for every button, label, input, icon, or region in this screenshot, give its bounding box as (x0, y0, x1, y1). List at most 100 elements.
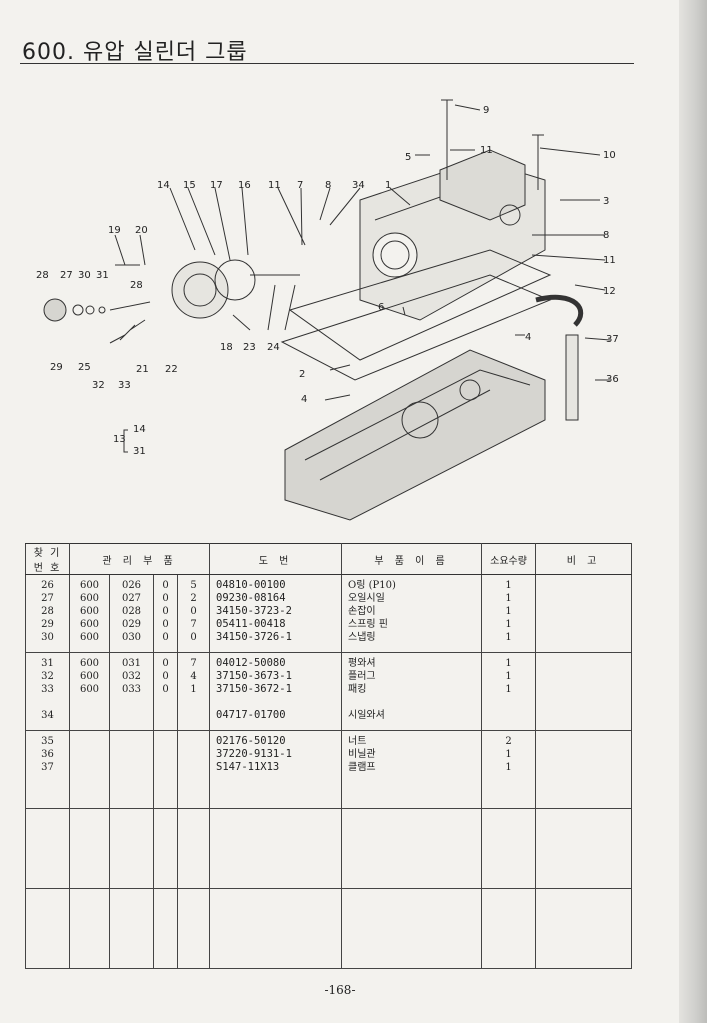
diagram-callout-labels: 9 11 5 10 14 15 17 16 11 7 8 34 1 3 19 2… (36, 105, 619, 457)
callout-label: 37 (606, 334, 619, 345)
cell-line: 1 (505, 632, 512, 643)
callout-label: 6 (378, 302, 384, 313)
cell-line: 600 (79, 632, 100, 643)
cell-line: 0 (162, 593, 169, 604)
cell-line: 0 (190, 632, 197, 643)
table-cell-d (176, 730, 211, 809)
hydraulic-cylinder-drawing: 9 11 5 10 14 15 17 16 11 7 8 34 1 3 19 2… (36, 99, 619, 521)
cell-line (155, 696, 177, 709)
cell-line: 1 (505, 593, 512, 604)
callout-label: 9 (483, 105, 489, 116)
cell-line: 패킹 (348, 684, 367, 695)
cell-line: 28 (41, 606, 54, 617)
cell-line: 4 (190, 671, 197, 682)
cell-line: 600 (79, 580, 100, 591)
table-header-row: 찾 기 번 호 관 리 부 품 도 번 부 품 이 름 소요수량 비 고 (25, 543, 633, 575)
cell-line (537, 683, 631, 696)
callout-label: 29 (50, 362, 63, 373)
callout-label: 5 (405, 152, 411, 163)
sub-ref-to: 31 (133, 446, 146, 457)
cell-line (111, 761, 153, 774)
header-qty: 소요수량 (481, 543, 537, 575)
table-cell-a (69, 888, 110, 969)
table-row-group (25, 808, 633, 889)
callout-label: 3 (603, 196, 609, 207)
table-cell-c (153, 888, 178, 969)
cell-line (179, 696, 209, 709)
callout-label: 14 (157, 180, 170, 191)
callout-label: 8 (603, 230, 609, 241)
callout-label: 27 (60, 270, 73, 281)
table-cell-drawing (209, 808, 343, 889)
parts-list-table: 찾 기 번 호 관 리 부 품 도 번 부 품 이 름 소요수량 비 고 26 2… (25, 543, 633, 969)
header-drawing-no: 도 번 (209, 543, 343, 575)
cell-line (537, 735, 631, 748)
cell-line (537, 748, 631, 761)
cell-line: 30 (41, 632, 54, 643)
table-cell-b (109, 888, 154, 969)
cell-line (179, 735, 209, 748)
callout-label: 17 (210, 180, 223, 191)
callout-label: 11 (480, 145, 493, 156)
cell-line (179, 748, 209, 761)
cell-line: 시일와셔 (348, 710, 385, 721)
cell-line (537, 657, 631, 670)
callout-label: 21 (136, 364, 149, 375)
cell-line: 026 (121, 580, 142, 591)
callout-label: 11 (603, 255, 616, 266)
table-cell-qty (481, 808, 537, 889)
cell-line (155, 748, 177, 761)
cell-line: 33 (41, 684, 54, 695)
cell-line: 600 (79, 619, 100, 630)
callout-label: 33 (118, 380, 131, 391)
cell-line: 플러그 (348, 671, 376, 682)
cell-line (179, 709, 209, 722)
cell-line (537, 670, 631, 683)
callout-label: 32 (92, 380, 105, 391)
cell-line: 37 (41, 762, 54, 773)
callout-label: 24 (267, 342, 280, 353)
cell-line: 02176-50120 (216, 735, 286, 747)
cell-line (537, 579, 631, 592)
cell-line (71, 696, 109, 709)
cell-line (537, 709, 631, 722)
callout-label: 8 (325, 180, 331, 191)
cell-line: 클램프 (348, 762, 376, 773)
cell-line: 스프링 핀 (348, 619, 389, 630)
header-find-no: 찾 기 번 호 (25, 543, 70, 575)
cell-line (155, 761, 177, 774)
table-row-group (25, 888, 633, 969)
cell-line: 1 (505, 749, 512, 760)
cell-line: 오일시일 (348, 593, 385, 604)
cell-line: 26 (41, 580, 54, 591)
table-cell-no (25, 808, 70, 889)
callout-label: 7 (297, 180, 303, 191)
cell-line (71, 748, 109, 761)
cell-line: 5 (190, 580, 197, 591)
page-edge-shadow (679, 0, 707, 1023)
cell-line: O링 (P10) (348, 580, 396, 591)
cell-line (71, 709, 109, 722)
cell-line: 0 (190, 606, 197, 617)
callout-label: 30 (78, 270, 91, 281)
cell-line: 35 (41, 736, 54, 747)
cell-line (179, 761, 209, 774)
header-remark: 비 고 (535, 543, 633, 575)
table-cell-a (69, 808, 110, 889)
cell-line (155, 709, 177, 722)
cell-line: 31 (41, 658, 54, 669)
cell-line: 29 (41, 619, 54, 630)
page-title: 600. 유압 실린더 그룹 (22, 40, 248, 65)
callout-label: 18 (220, 342, 233, 353)
sub-ref-group: 13 (113, 434, 126, 445)
